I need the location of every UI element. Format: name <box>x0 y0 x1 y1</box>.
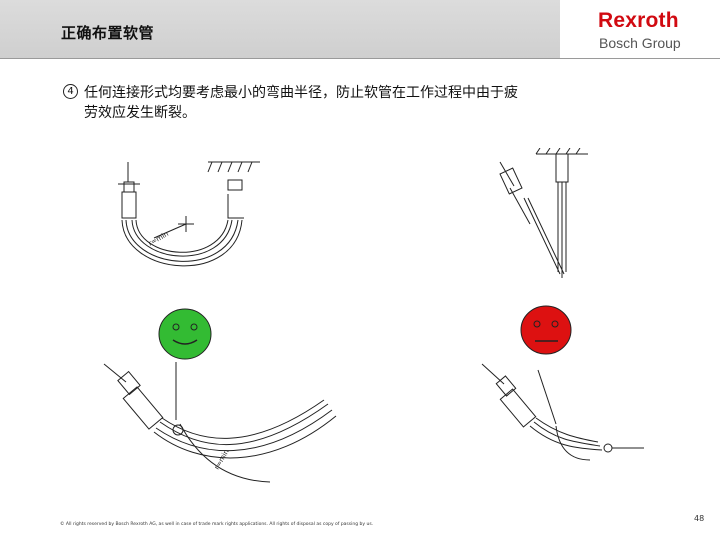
hose-figure-bottom-right <box>481 363 644 461</box>
bad-face-icon <box>520 305 572 355</box>
header-band <box>0 0 560 58</box>
bullet-marker: 4 <box>63 84 78 99</box>
hose-figure-top-left: r=min <box>118 161 260 267</box>
header-rule <box>0 58 720 59</box>
bullet-text: 任何连接形式均要考虑最小的弯曲半径，防止软管在工作过程中由于疲 劳效应发生断裂。 <box>84 83 644 123</box>
slide-title: 正确布置软管 <box>61 24 155 42</box>
hose-figure-bottom-left: r=min <box>103 362 337 483</box>
logo-brand: Rexroth <box>598 9 679 32</box>
good-face-icon <box>158 308 212 360</box>
radius-label-bottom-left: r=min <box>213 448 231 471</box>
page-number: 48 <box>694 514 705 523</box>
bullet-line-2: 劳效应发生断裂。 <box>84 105 196 121</box>
logo <box>566 0 720 58</box>
logo-subtitle: Bosch Group <box>599 35 681 51</box>
slide-header: 正确布置软管 Rexroth Bosch Group <box>0 0 720 62</box>
copyright-footer: © All rights reserved by Bosch Rexroth A… <box>60 522 374 527</box>
bullet-line-1: 任何连接形式均要考虑最小的弯曲半径，防止软管在工作过程中由于疲 <box>84 85 518 101</box>
hose-figure-top-right <box>499 148 588 278</box>
radius-label-top-left: r=min <box>147 230 170 248</box>
